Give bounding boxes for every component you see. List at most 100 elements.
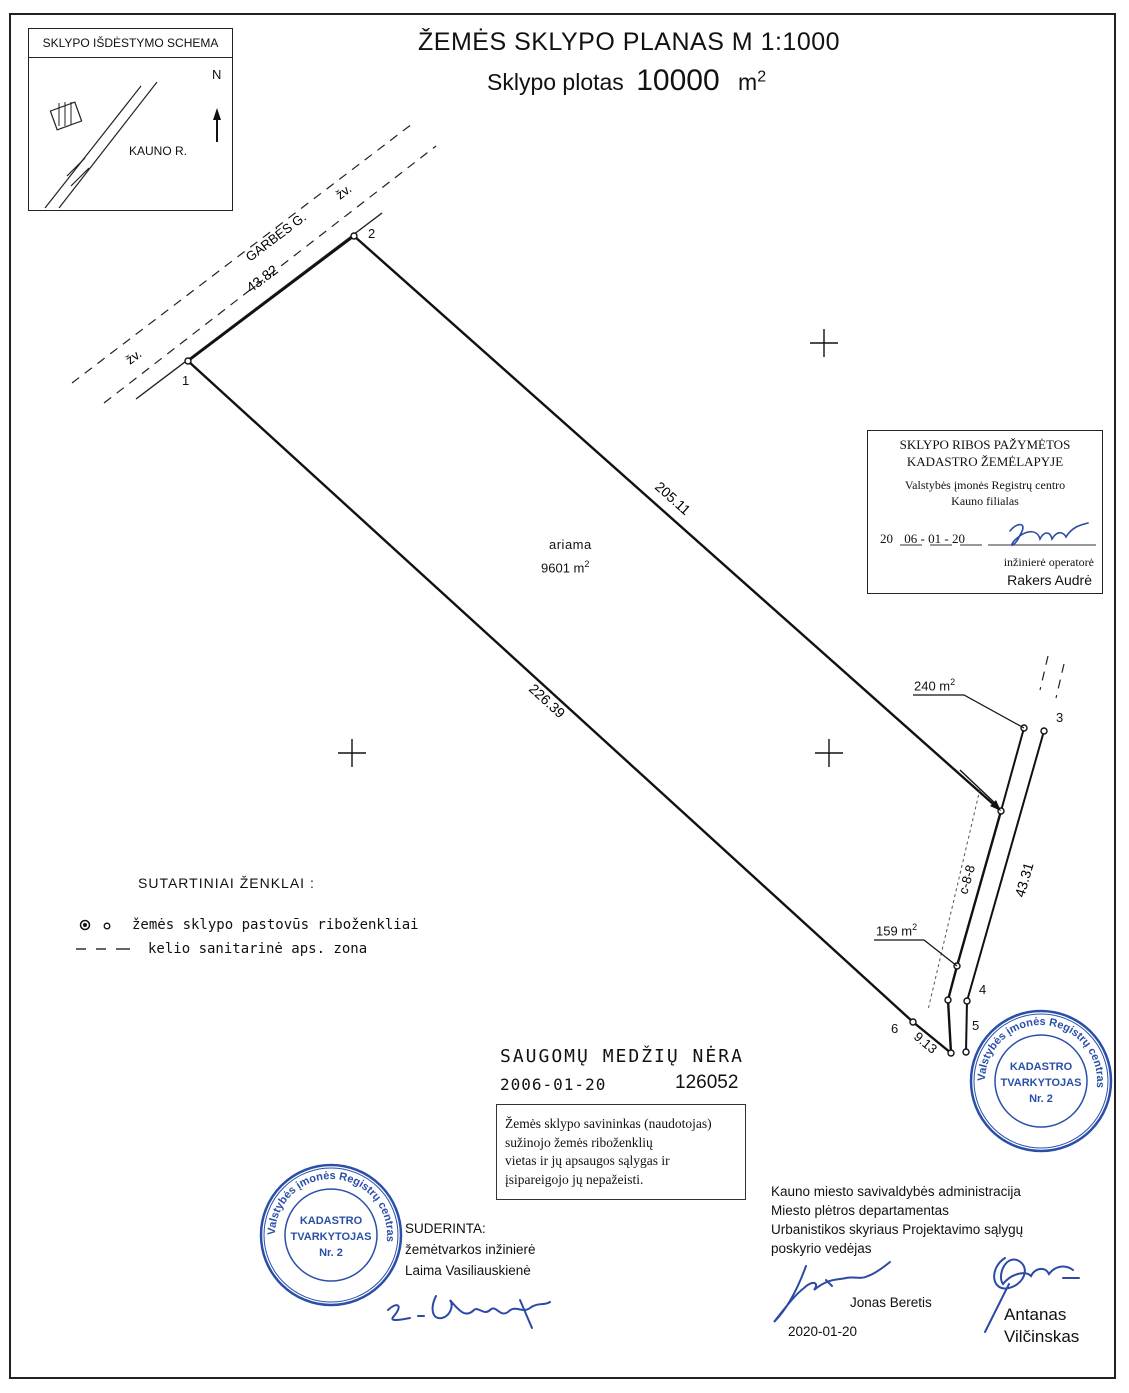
stamp-signature bbox=[900, 522, 1096, 547]
street-name: GARBĖS G. bbox=[243, 209, 309, 264]
stamp-line-3: Valstybės įmonės Registrų centro bbox=[904, 478, 1066, 492]
seal-right-center-2: TVARKYTOJAS bbox=[1001, 1077, 1082, 1089]
signature-beretis bbox=[773, 1261, 891, 1323]
zone-b-area-exp: 2 bbox=[912, 922, 918, 932]
municipality-line-4: poskyrio vedėjas bbox=[771, 1241, 872, 1256]
signature-vilcinskas bbox=[984, 1257, 1080, 1333]
zone-b-area: 159 m2 bbox=[876, 922, 917, 938]
point-label-1: 1 bbox=[182, 373, 189, 388]
approval-role: žemėtvarkos inžinierė bbox=[405, 1242, 536, 1257]
point-1 bbox=[184, 357, 192, 365]
length-1-2: 43.82 bbox=[243, 261, 281, 295]
signature-date: 2020-01-20 bbox=[788, 1324, 858, 1339]
arrow-head bbox=[990, 800, 1001, 811]
municipality-line-1: Kauno miesto savivaldybės administracija bbox=[771, 1184, 1021, 1199]
municipality-line-2: Miesto plėtros departamentas bbox=[771, 1203, 949, 1218]
zone-a-area-exp: 2 bbox=[950, 677, 956, 687]
point-label-4: 4 bbox=[979, 982, 986, 997]
location-schema: SKLYPO IŠDĖSTYMO SCHEMA N KAUNO R. bbox=[28, 28, 233, 211]
zone-dotted-line bbox=[927, 788, 981, 1011]
stamp-line-4: Kauno filialas bbox=[951, 494, 1019, 508]
point-2 bbox=[350, 232, 358, 240]
approval-signature bbox=[387, 1295, 551, 1329]
area-unit: m bbox=[738, 69, 758, 95]
leader-240 bbox=[913, 694, 1025, 729]
legend-item-markers: žemės sklypo pastovūs riboženkliai bbox=[132, 917, 419, 933]
signer-name-1: Jonas Beretis bbox=[850, 1295, 932, 1310]
parcel-use: ariama bbox=[549, 537, 592, 552]
parcel-use-area-value: 9601 m bbox=[541, 560, 585, 576]
legend-item-zone: kelio sanitarinė aps. zona bbox=[148, 941, 368, 957]
municipality-line-3: Urbanistikos skyriaus Projektavimo sąlyg… bbox=[771, 1222, 1024, 1237]
owner-note-line-4: įsipareigojo jų nepažeisti. bbox=[505, 1171, 644, 1187]
zone-a-area: 240 m2 bbox=[914, 677, 955, 693]
area-unit-exp: 2 bbox=[757, 68, 767, 86]
plan-title: ŽEMĖS SKLYPO PLANAS M 1:1000 bbox=[418, 28, 841, 56]
area-prefix: Sklypo plotas bbox=[487, 69, 624, 95]
seal-left-center-1: KADASTRO bbox=[300, 1215, 363, 1227]
approval-label: SUDERINTA: bbox=[405, 1221, 486, 1236]
leader-159 bbox=[874, 939, 958, 967]
seal-right-center-1: KADASTRO bbox=[1010, 1061, 1073, 1073]
boundary-north-ext bbox=[1000, 727, 1025, 812]
area-value: 10000 bbox=[636, 64, 720, 97]
district-label: KAUNO R. bbox=[129, 144, 188, 158]
road-zone-line-outer bbox=[71, 123, 413, 384]
stamp-line-2: KADASTRO ŽEMĖLAPYJE bbox=[906, 454, 1064, 469]
stamp-date-yy: 06 bbox=[904, 531, 918, 546]
length-3-4: 43.31 bbox=[1012, 861, 1037, 899]
point-3 bbox=[1040, 727, 1048, 735]
owner-note-line-1: Žemės sklypo savininkas (naudotojas) bbox=[505, 1116, 712, 1131]
point-5b bbox=[944, 996, 952, 1004]
legend-title: SUTARTINIAI ŽENKLAI : bbox=[138, 875, 315, 891]
protected-trees-note: SAUGOMŲ MEDŽIŲ NĖRA bbox=[500, 1046, 744, 1067]
north-label: N bbox=[212, 67, 222, 82]
area-line: Sklypo plotas 10000 m2 bbox=[487, 64, 766, 98]
stamp-date: 20 06 - 01 - 20 bbox=[880, 531, 965, 546]
street-edge-line bbox=[135, 212, 383, 400]
cadastre-stamp-box: SKLYPO RIBOS PAŽYMĖTOS KADASTRO ŽEMĖLAPY… bbox=[867, 430, 1103, 594]
document-frame bbox=[9, 13, 1116, 1379]
schema-map bbox=[44, 81, 221, 209]
seal-left-center-2: TVARKYTOJAS bbox=[291, 1231, 372, 1243]
stamp-date-prefix: 20 bbox=[880, 531, 893, 546]
point-5 bbox=[962, 1048, 970, 1056]
point-label-3: 3 bbox=[1056, 710, 1063, 725]
stamp-date-dd: 20 bbox=[951, 531, 965, 546]
stamp-name: Rakers Audrė bbox=[1007, 572, 1092, 588]
point-6 bbox=[909, 1018, 917, 1026]
zone-a-area-value: 240 m bbox=[914, 678, 951, 694]
street-marker-right: žv. bbox=[333, 181, 355, 202]
seal-right-center-3: Nr. 2 bbox=[1029, 1093, 1053, 1105]
stamp-role: inžinierė operatorė bbox=[1003, 555, 1094, 569]
arrow-line bbox=[959, 769, 999, 807]
street-marker-left: žv. bbox=[123, 346, 145, 367]
owner-note-line-2: sužinojo žemės riboženklių bbox=[505, 1134, 653, 1150]
length-2-3: 205.11 bbox=[652, 478, 694, 518]
schema-title: SKLYPO IŠDĖSTYMO SCHEMA bbox=[29, 29, 232, 58]
protected-date: 2006-01-20 bbox=[500, 1075, 607, 1094]
signer-name-2-last: Vilčinskas bbox=[1004, 1327, 1080, 1346]
road-zone-line-inner bbox=[103, 145, 437, 404]
parcel-use-area: 9601 m2 bbox=[541, 559, 589, 575]
stamp-line-1: SKLYPO RIBOS PAŽYMĖTOS bbox=[899, 437, 1071, 452]
seal-left-center-3: Nr. 2 bbox=[319, 1247, 343, 1259]
parcel-boundary bbox=[187, 234, 1003, 1056]
length-5-6: 9.13 bbox=[911, 1029, 940, 1057]
stamp-date-mm: 01 bbox=[928, 531, 942, 546]
kadastro-seal-left: Valstybės įmonės Registrų centras KADAST… bbox=[259, 1163, 403, 1307]
east-zone-line-a bbox=[1039, 655, 1049, 691]
point-label-5: 5 bbox=[972, 1018, 979, 1033]
point-label-2: 2 bbox=[368, 226, 375, 241]
owner-note-line-3: vietas ir jų apsaugos sąlygas ir bbox=[505, 1153, 670, 1168]
approval-name: Laima Vasiliauskienė bbox=[405, 1263, 531, 1278]
east-zone-line-b bbox=[1055, 663, 1065, 699]
legend-symbols bbox=[76, 919, 130, 950]
point-label-6: 6 bbox=[891, 1021, 898, 1036]
signer-name-2-first: Antanas bbox=[1004, 1305, 1067, 1324]
protected-number: 126052 bbox=[675, 1072, 739, 1093]
zone-label: c-8-8 bbox=[955, 863, 978, 896]
kadastro-seal-right: Valstybės įmonės Registrų centras KADAST… bbox=[969, 1009, 1113, 1153]
zone-b-area-value: 159 m bbox=[876, 923, 913, 939]
